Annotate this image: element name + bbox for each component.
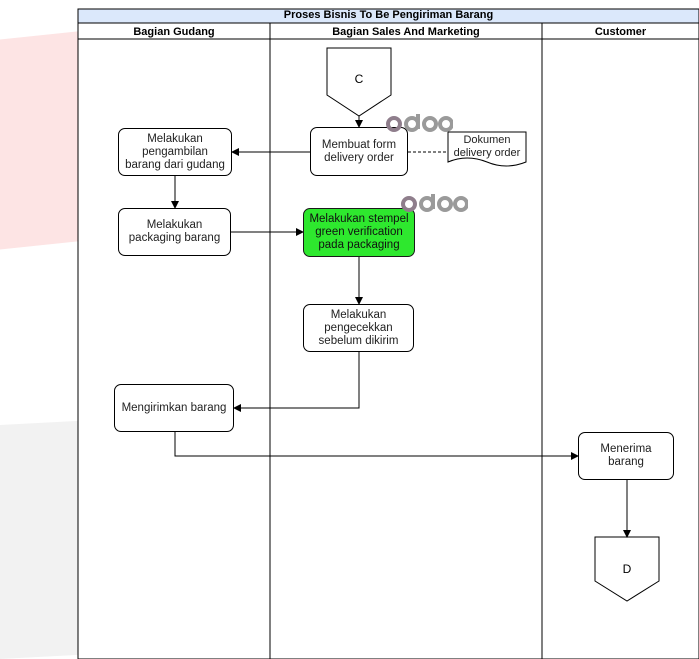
lane-header-customer: Customer bbox=[594, 26, 647, 38]
connector-c-shape bbox=[326, 47, 392, 117]
arrow-kirim-to-terima bbox=[174, 432, 579, 460]
node-pengecekkan-sebelum-dikirim: Melakukan pengecekkan sebelum dikirim bbox=[303, 304, 414, 352]
odoo-logo-1 bbox=[386, 114, 453, 132]
document-shape bbox=[447, 131, 527, 167]
node-membuat-form-delivery-order: Membuat form delivery order bbox=[310, 127, 408, 176]
connector-c-label: C bbox=[354, 72, 364, 86]
lane-header-sales: Bagian Sales And Marketing bbox=[332, 26, 480, 38]
connector-d-shape bbox=[594, 536, 660, 602]
connector-d-label: D bbox=[622, 562, 632, 576]
node-stempel-green-verification: Melakukan stempel green verification pad… bbox=[303, 208, 415, 257]
pool-title-bar bbox=[77, 8, 699, 24]
lane-header-gudang: Bagian Gudang bbox=[133, 26, 215, 38]
arrow-cek-to-kirim bbox=[233, 352, 360, 412]
node-pengambilan-barang: Melakukan pengambilan barang dari gudang bbox=[118, 128, 232, 176]
pool-title: Proses Bisnis To Be Pengiriman Barang bbox=[283, 9, 494, 21]
node-menerima-barang: Menerima barang bbox=[578, 432, 674, 480]
node-mengirimkan-barang: Mengirimkan barang bbox=[114, 384, 234, 432]
odoo-logo-2 bbox=[401, 194, 468, 212]
node-packaging-barang: Melakukan packaging barang bbox=[118, 208, 231, 256]
document-dokumen-delivery-order: Dokumen delivery order bbox=[453, 134, 521, 159]
